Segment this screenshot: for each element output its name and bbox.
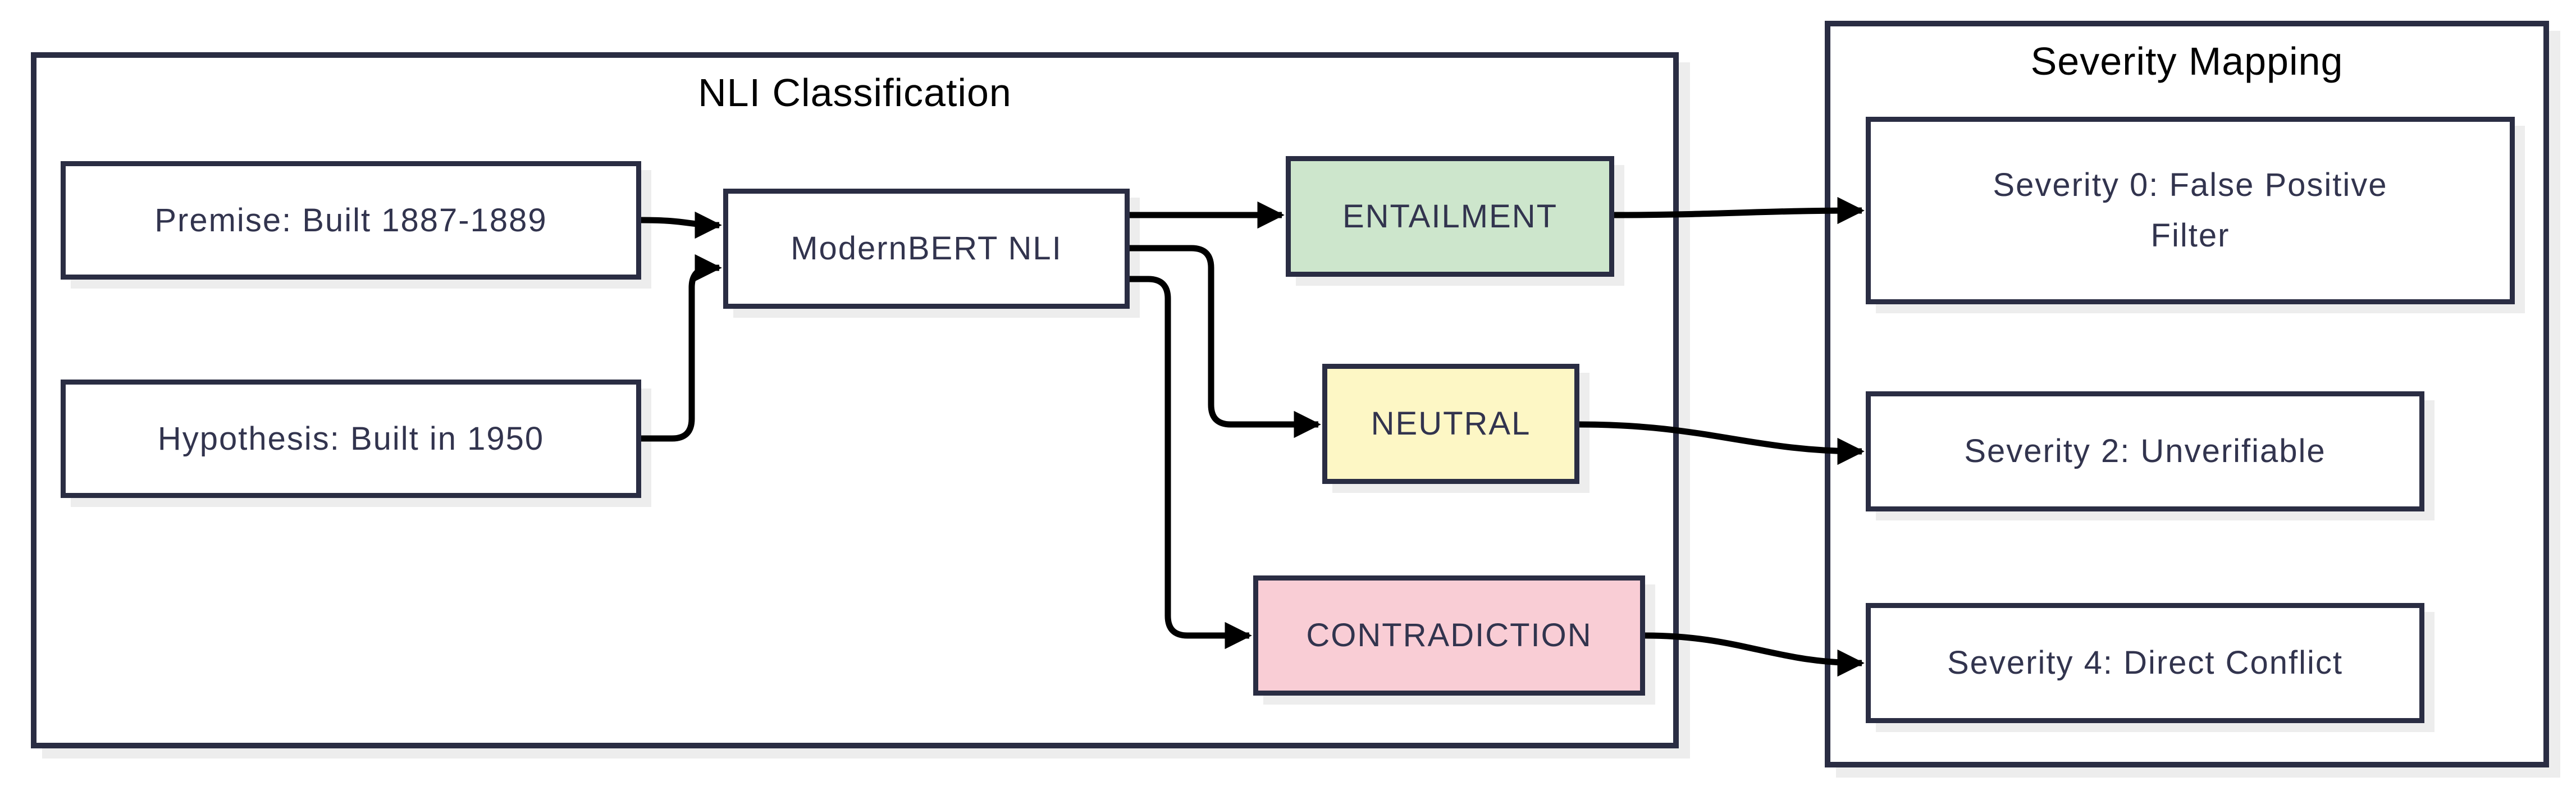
node-hypothesis: Hypothesis: Built in 1950 <box>61 380 641 498</box>
node-severity-2: Severity 2: Unverifiable <box>1866 391 2424 511</box>
node-neutral-label: NEUTRAL <box>1371 405 1531 442</box>
node-modernbert-nli-label: ModernBERT NLI <box>791 230 1062 267</box>
severity-container-title: Severity Mapping <box>2030 39 2344 83</box>
nli-container-title: NLI Classification <box>698 71 1012 115</box>
node-premise: Premise: Built 1887-1889 <box>61 161 641 280</box>
node-entailment-label: ENTAILMENT <box>1342 198 1558 235</box>
node-neutral: NEUTRAL <box>1322 364 1579 484</box>
node-premise-label: Premise: Built 1887-1889 <box>154 202 547 239</box>
node-severity-4-label: Severity 4: Direct Conflict <box>1947 645 2344 682</box>
node-severity-2-label: Severity 2: Unverifiable <box>1964 433 2326 470</box>
node-contradiction: CONTRADICTION <box>1253 575 1645 696</box>
node-severity-4: Severity 4: Direct Conflict <box>1866 603 2424 723</box>
node-contradiction-label: CONTRADICTION <box>1306 617 1592 654</box>
node-severity-0: Severity 0: False Positive Filter <box>1866 117 2515 304</box>
node-severity-0-label: Severity 0: False Positive Filter <box>1993 167 2388 254</box>
node-modernbert-nli: ModernBERT NLI <box>723 189 1130 309</box>
node-hypothesis-label: Hypothesis: Built in 1950 <box>157 420 545 457</box>
node-entailment: ENTAILMENT <box>1286 156 1614 277</box>
